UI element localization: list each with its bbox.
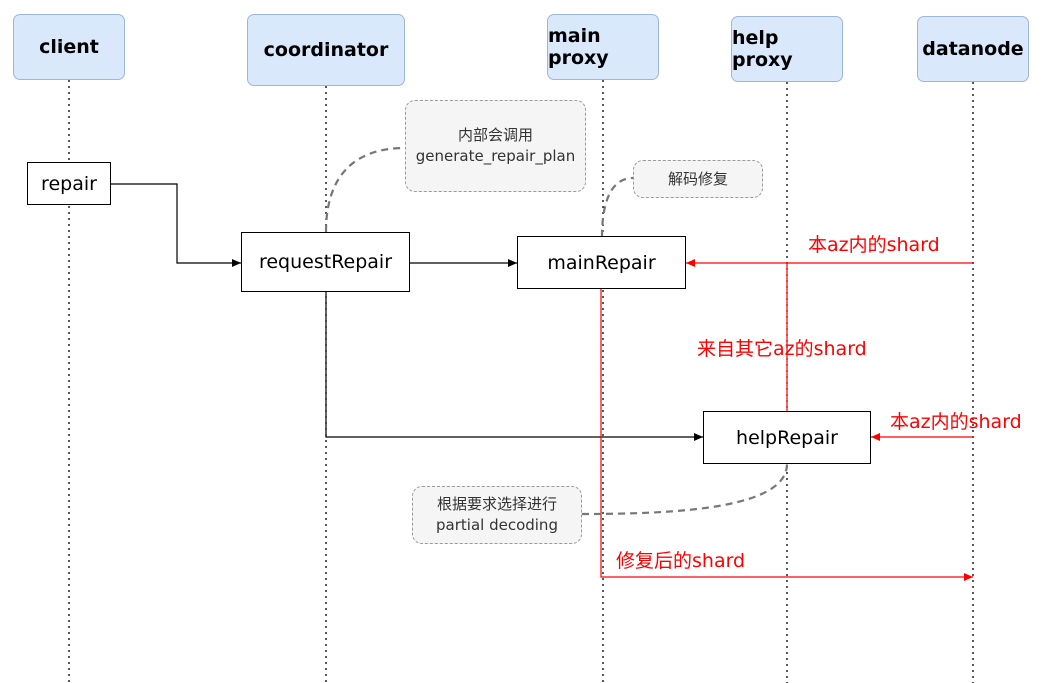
repair-to-request-repair-arrow <box>111 183 241 267</box>
repaired-shard-label: 修复后的shard <box>616 550 746 572</box>
participant-datanode: datanode <box>917 16 1029 82</box>
repair-label: repair <box>41 172 97 195</box>
main-repair-label: mainRepair <box>547 251 656 274</box>
participant-client: client <box>13 14 125 80</box>
participant-main-proxy: main proxy <box>547 14 659 80</box>
partial-note-line-2: partial decoding <box>436 516 558 534</box>
participant-client-label: client <box>39 36 99 58</box>
request-repair-activation: requestRepair <box>241 232 410 292</box>
help-repair-activation: helpRepair <box>703 411 871 464</box>
coordinator-note-line-2: generate_repair_plan <box>415 147 576 165</box>
coordinator-note-line-1: 内部会调用 <box>457 126 533 144</box>
participant-datanode-label: datanode <box>922 38 1024 60</box>
local-shard-to-main-label: 本az内的shard <box>808 234 940 256</box>
repair-activation: repair <box>27 162 111 205</box>
partial-note-connector <box>581 463 789 516</box>
local-shard-to-help-label: 本az内的shard <box>890 411 1022 433</box>
partial-decoding-note: 根据要求选择进行 partial decoding <box>412 486 582 544</box>
participant-help-proxy-label: help proxy <box>732 27 793 71</box>
partial-note-line-1: 根据要求选择进行 <box>436 495 557 513</box>
main-repair-to-datanode-arrow <box>600 289 973 581</box>
participant-help-proxy: help proxy <box>731 16 843 82</box>
main-repair-activation: mainRepair <box>517 236 686 289</box>
remote-shard-label: 来自其它az的shard <box>697 338 867 360</box>
participant-main-proxy-label: main proxy <box>548 25 609 69</box>
request-repair-to-help-repair-arrow <box>325 292 703 441</box>
decode-note: 解码修复 <box>633 160 763 198</box>
coordinator-note-connector <box>324 146 406 233</box>
help-repair-label: helpRepair <box>736 426 838 449</box>
decode-note-connector <box>600 176 634 238</box>
participant-coordinator: coordinator <box>247 14 405 86</box>
participant-coordinator-label: coordinator <box>263 39 389 61</box>
decode-note-line-1: 解码修复 <box>667 169 728 188</box>
request-repair-label: requestRepair <box>258 251 393 273</box>
coordinator-note: 内部会调用 generate_repair_plan <box>405 100 586 192</box>
